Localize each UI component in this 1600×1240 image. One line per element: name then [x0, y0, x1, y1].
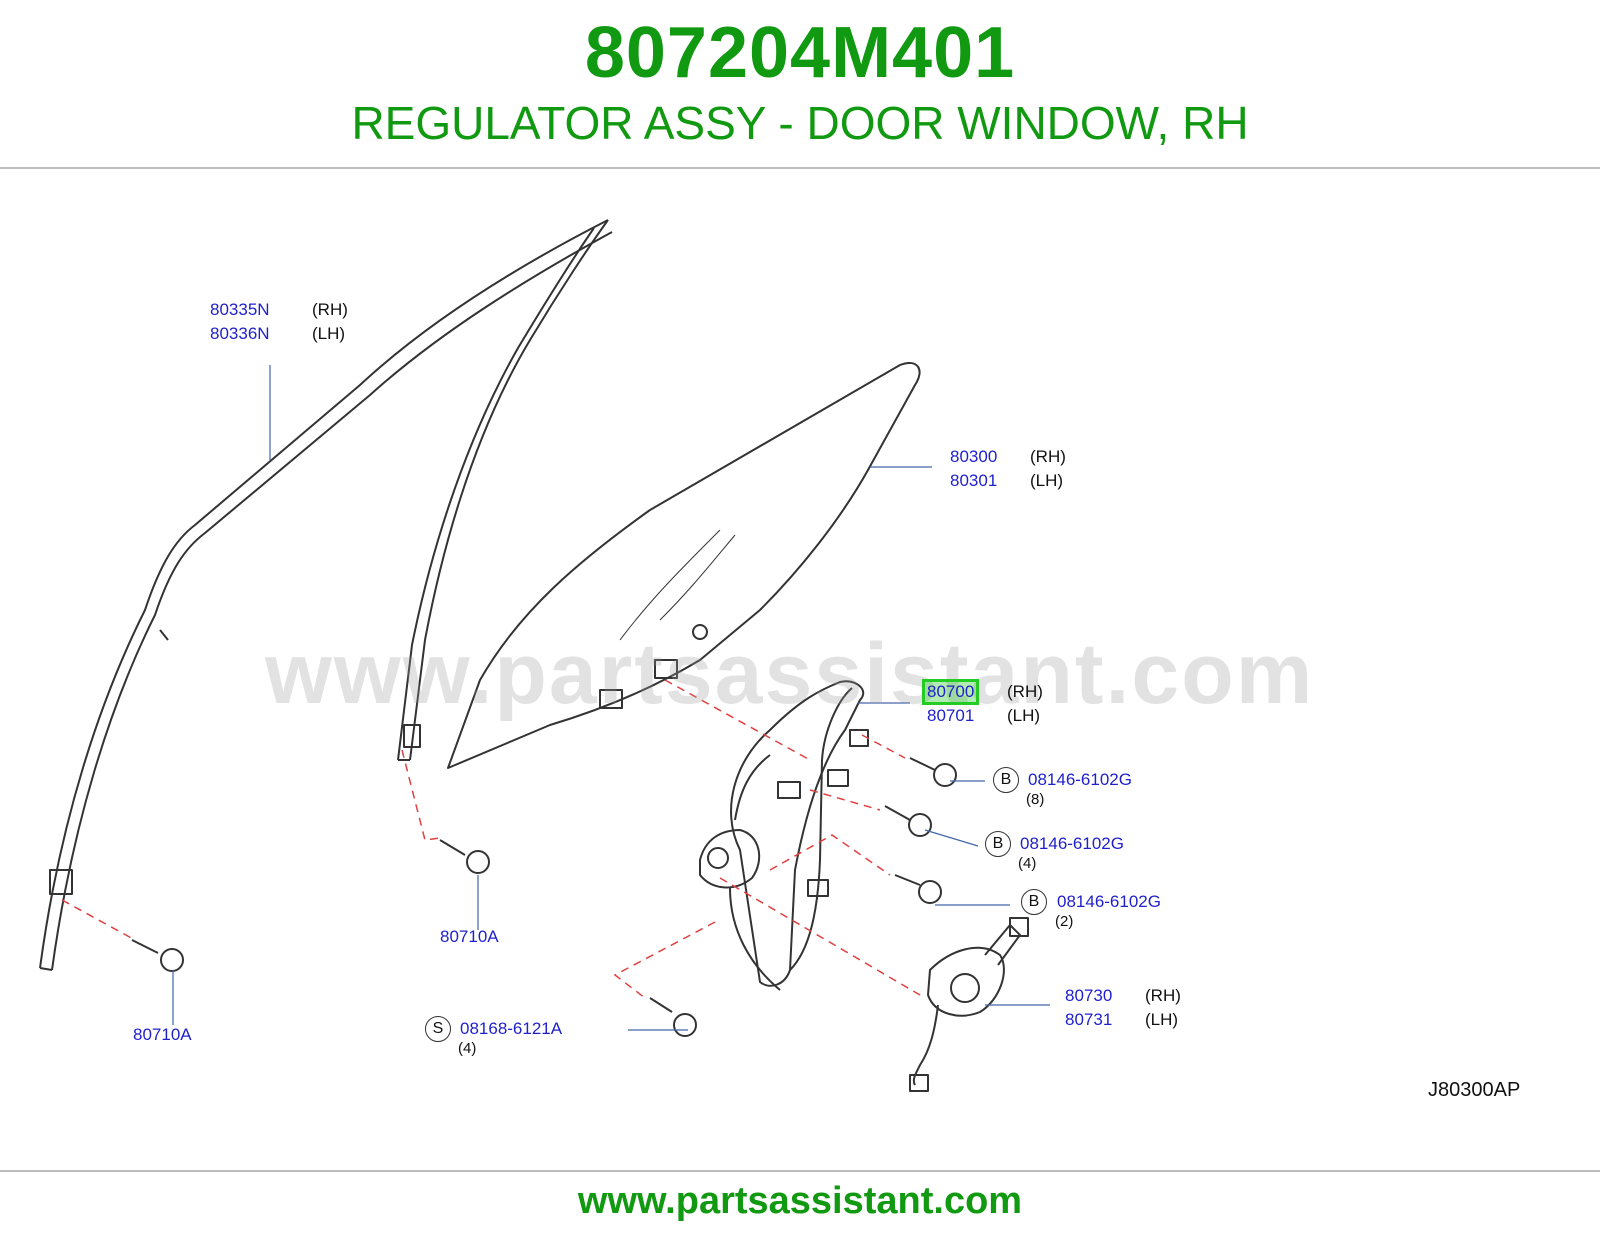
- footer-divider: [0, 1170, 1600, 1172]
- side-rh-80730: (RH): [1145, 986, 1181, 1005]
- label-bolt2[interactable]: 08146-6102G: [1020, 834, 1124, 853]
- diagram-drawing: [39, 219, 1050, 1092]
- bolt-glyphs: [131, 757, 957, 1037]
- bolt2-letter-circle: B: [985, 831, 1011, 857]
- label-80336n[interactable]: 80336N: [210, 324, 270, 343]
- label-80335n[interactable]: 80335N: [210, 300, 270, 319]
- label-bolt1[interactable]: 08146-6102G: [1028, 770, 1132, 789]
- part-number-title: 807204M401: [584, 13, 1016, 93]
- label-80710a-middle[interactable]: 80710A: [440, 927, 499, 946]
- label-bolt3[interactable]: 08146-6102G: [1057, 892, 1161, 911]
- watermark-text: www.partsassistant.com: [265, 626, 1315, 722]
- side-lh-80701: (LH): [1007, 706, 1041, 725]
- label-80701[interactable]: 80701: [927, 706, 975, 725]
- label-screw-08168[interactable]: 08168-6121A: [460, 1019, 563, 1038]
- side-rh-80300: (RH): [1030, 447, 1066, 466]
- bolt3-letter-circle: B: [1021, 889, 1047, 915]
- qty-bolt1: (8): [1026, 791, 1045, 808]
- parts-diagram: www.partsassistant.com 80335N (RH) 80336…: [0, 170, 1600, 1170]
- side-rh-80335n: (RH): [312, 300, 348, 319]
- diagram-reference-code: J80300AP: [1428, 1079, 1521, 1101]
- label-80731[interactable]: 80731: [1065, 1010, 1113, 1029]
- side-lh-80336n: (LH): [312, 324, 346, 343]
- bolt1-letter-circle: B: [993, 767, 1019, 793]
- qty-screw: (4): [458, 1040, 477, 1057]
- label-80730[interactable]: 80730: [1065, 986, 1113, 1005]
- header-divider: [0, 167, 1600, 169]
- side-lh-80301: (LH): [1030, 471, 1064, 490]
- label-80301[interactable]: 80301: [950, 471, 998, 490]
- screw-letter-circle: S: [425, 1016, 451, 1042]
- footer-website-link[interactable]: www.partsassistant.com: [577, 1180, 1023, 1222]
- qty-bolt2: (4): [1018, 855, 1037, 872]
- side-lh-80731: (LH): [1145, 1010, 1179, 1029]
- side-rh-80700: (RH): [1007, 682, 1043, 701]
- label-80700-highlighted[interactable]: 80700: [921, 679, 980, 705]
- label-80300[interactable]: 80300: [950, 447, 998, 466]
- qty-bolt3: (2): [1055, 913, 1074, 930]
- page-header: 807204M401 REGULATOR ASSY - DOOR WINDOW,…: [0, 0, 1600, 168]
- label-80710a-left[interactable]: 80710A: [133, 1025, 192, 1044]
- part-description: REGULATOR ASSY - DOOR WINDOW, RH: [351, 97, 1249, 149]
